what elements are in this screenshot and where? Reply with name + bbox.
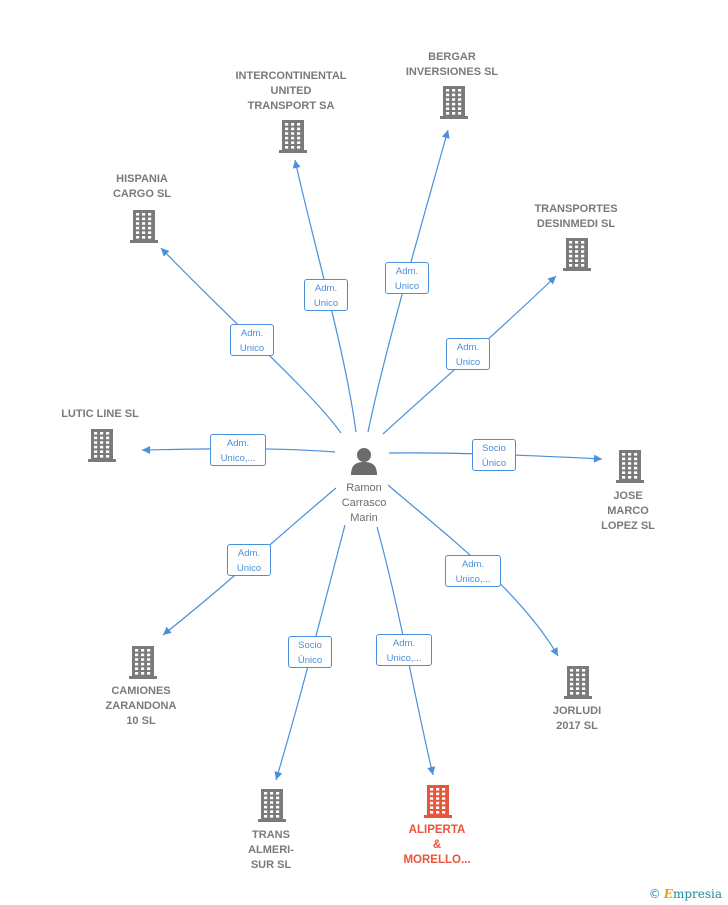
company-name-line: LUTIC LINE SL xyxy=(61,408,139,420)
arrowhead xyxy=(292,160,301,169)
company-name-line: 10 SL xyxy=(126,715,156,727)
company-name-jose[interactable]: JOSE MARCO LOPEZ SL xyxy=(558,489,698,534)
company-name-jorludi[interactable]: JORLUDI 2017 SL xyxy=(507,704,647,734)
role-text: Unico xyxy=(313,298,339,309)
arrowhead xyxy=(163,626,172,635)
person-name-line: Carrasco xyxy=(341,497,387,509)
arrowhead xyxy=(142,446,150,454)
arrowhead xyxy=(550,647,558,656)
company-name-line: MORELLO... xyxy=(403,854,471,866)
company-name-line: CARGO SL xyxy=(112,188,172,200)
role-label-hispania[interactable]: Adm. Unico xyxy=(230,324,274,356)
role-text: Unico xyxy=(236,563,262,574)
role-text: Unico xyxy=(394,281,420,292)
building-icon[interactable] xyxy=(127,644,159,685)
company-name-line: & xyxy=(432,839,442,851)
role-text: Unico xyxy=(239,343,265,354)
person-name-line: Ramon xyxy=(346,482,382,494)
building-icon[interactable] xyxy=(86,427,118,468)
arrowhead xyxy=(161,248,170,257)
role-label-lutic[interactable]: Adm. Unico,... xyxy=(210,434,266,466)
company-name-line: DESINMEDI SL xyxy=(536,218,616,230)
role-text: Adm. xyxy=(461,559,485,570)
building-icon[interactable] xyxy=(128,208,160,249)
company-name-line: TRANSPORT SA xyxy=(247,100,335,112)
role-label-transportes[interactable]: Adm. Unico xyxy=(446,338,490,370)
company-name-intercontinental[interactable]: INTERCONTINENTAL UNITED TRANSPORT SA xyxy=(221,69,361,114)
arrowhead xyxy=(593,454,602,463)
building-icon[interactable] xyxy=(614,448,646,489)
company-name-line: CAMIONES xyxy=(111,685,171,697)
company-name-line: UNITED xyxy=(270,85,312,97)
company-name-line: TRANSPORTES xyxy=(534,203,618,215)
role-text: Unico,... xyxy=(220,453,256,464)
building-icon[interactable] xyxy=(422,783,454,824)
person-node[interactable] xyxy=(348,444,380,476)
building-icon[interactable] xyxy=(438,84,470,125)
company-name-hispania[interactable]: HISPANIA CARGO SL xyxy=(72,172,212,202)
company-name-line: INVERSIONES SL xyxy=(405,66,499,78)
brand-name: mpresia xyxy=(672,887,722,901)
empresia-brand[interactable]: ©Empresia xyxy=(649,887,722,901)
company-name-line: INTERCONTINENTAL xyxy=(235,70,347,82)
role-text: Adm. xyxy=(395,266,419,277)
role-label-aliperta[interactable]: Adm. Unico,... xyxy=(376,634,432,666)
arrowhead xyxy=(274,771,283,780)
building-icon[interactable] xyxy=(256,787,288,828)
role-text: Adm. xyxy=(314,283,338,294)
company-name-trans[interactable]: TRANS ALMERI- SUR SL xyxy=(201,828,341,873)
company-name-line: ALMERI- xyxy=(248,844,294,856)
role-text: Adm. xyxy=(392,638,416,649)
copyright-icon: © xyxy=(648,887,661,901)
company-name-lutic[interactable]: LUTIC LINE SL xyxy=(30,407,170,422)
role-text: Adm. xyxy=(237,548,261,559)
company-name-line: SUR SL xyxy=(250,859,292,871)
role-text: Unico xyxy=(455,357,481,368)
role-text: Unico,... xyxy=(455,574,491,585)
role-text: Unico,... xyxy=(386,653,422,664)
company-name-camiones[interactable]: CAMIONES ZARANDONA 10 SL xyxy=(71,684,211,729)
person-name[interactable]: Ramon Carrasco Marin xyxy=(314,481,414,526)
role-label-jorludi[interactable]: Adm. Unico,... xyxy=(445,555,501,587)
role-text: Adm. xyxy=(456,342,480,353)
company-name-line: HISPANIA xyxy=(116,173,168,185)
company-name-line: 2017 SL xyxy=(556,720,598,732)
role-label-camiones[interactable]: Adm. Unico xyxy=(227,544,271,576)
person-name-line: Marin xyxy=(350,512,378,524)
company-name-line: ALIPERTA xyxy=(408,824,466,836)
role-text: Adm. xyxy=(240,328,264,339)
arrowhead xyxy=(547,276,556,285)
company-name-line: ZARANDONA xyxy=(105,700,177,712)
building-icon[interactable] xyxy=(277,118,309,159)
role-text: Socio xyxy=(298,640,322,651)
building-icon[interactable] xyxy=(562,664,594,705)
brand-first-letter: E xyxy=(663,887,673,901)
building-icon[interactable] xyxy=(561,236,593,277)
role-text: Adm. xyxy=(226,438,250,449)
company-name-line: LOPEZ SL xyxy=(601,520,655,532)
company-name-line: JORLUDI xyxy=(552,705,602,717)
role-label-bergar[interactable]: Adm. Unico xyxy=(385,262,429,294)
role-text: Único xyxy=(297,655,323,666)
company-name-line: JOSE xyxy=(613,490,643,502)
role-label-intercontinental[interactable]: Adm. Unico xyxy=(304,279,348,311)
arrowhead xyxy=(441,130,450,139)
arrowhead xyxy=(427,766,436,775)
company-name-line: MARCO xyxy=(607,505,649,517)
company-name-line: BERGAR xyxy=(428,51,476,63)
company-name-line: TRANS xyxy=(252,829,290,841)
company-name-bergar[interactable]: BERGAR INVERSIONES SL xyxy=(382,50,522,80)
person-icon xyxy=(351,448,377,475)
role-text: Único xyxy=(481,458,507,469)
role-text: Socio xyxy=(482,443,506,454)
company-name-transportes[interactable]: TRANSPORTES DESINMEDI SL xyxy=(506,202,646,232)
company-name-aliperta[interactable]: ALIPERTA & MORELLO... xyxy=(367,823,507,868)
